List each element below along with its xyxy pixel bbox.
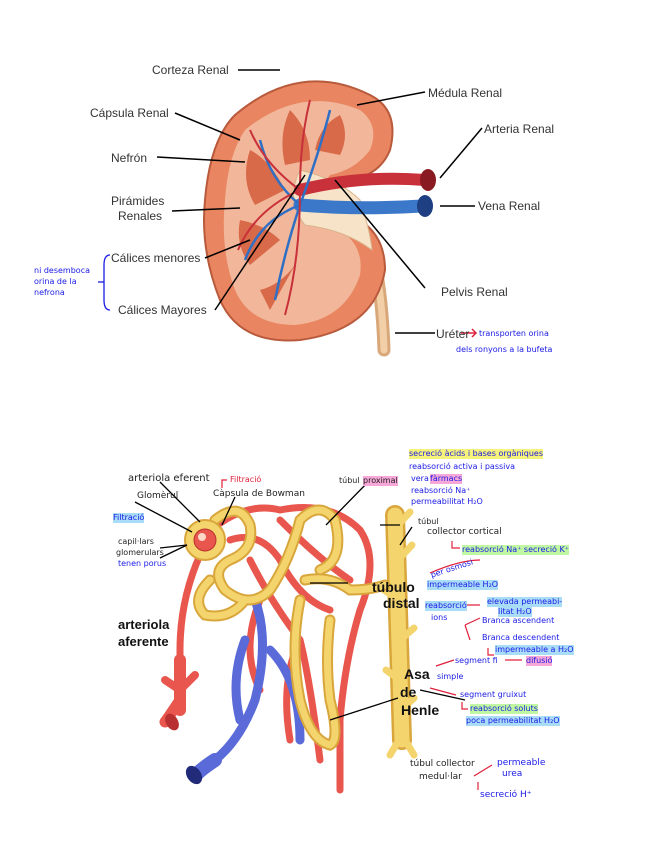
note-segment-fi: segment fi — [455, 656, 498, 665]
note-reabsorcio-ions-1: reabsorció — [425, 601, 467, 611]
label-filtracio-top: Filtració — [230, 475, 262, 484]
label-piramides-1: Pirámides — [111, 194, 165, 208]
note-permeable-2: urea — [502, 769, 523, 779]
note-prox-4: reabsorció Na⁺ — [411, 486, 471, 495]
label-tubul-proximal-2: proximal — [363, 476, 398, 486]
label-medula-renal: Médula Renal — [428, 86, 503, 100]
label-nefron: Nefrón — [111, 151, 148, 165]
ureter-red-arrow — [461, 328, 478, 338]
label-capillars-2: glomerulars — [116, 548, 164, 557]
label-tubulo-1: túbulo — [372, 579, 415, 595]
label-asa-1: Asa — [404, 666, 430, 682]
label-arteriola-aferente-1: arteriola — [118, 617, 170, 632]
note-impermeable: impermeable H₂O — [427, 580, 499, 590]
label-calices-menores: Cálices menores — [111, 251, 201, 265]
kidney-brace — [98, 254, 111, 311]
note-elevada-1: elevada permeabi- — [487, 597, 563, 607]
label-tubul-collector-medullar-2: medul·lar — [419, 772, 462, 782]
note-ureter-1: transporten orina — [479, 329, 549, 338]
label-pelvis-renal: Pelvis Renal — [441, 285, 508, 299]
note-secrecio-h: secreció H⁺ — [480, 790, 532, 800]
note-prox-3b: fàrmacs — [430, 474, 463, 484]
note-branca-descendent: Branca descendent — [482, 633, 560, 642]
label-arteriola-aferente-2: aferente — [118, 634, 169, 649]
note-elevada-2: litat H₂O — [498, 607, 532, 617]
note-gruixut-2: poca permeabilitat H₂O — [466, 716, 560, 726]
label-capsula-renal: Cápsula Renal — [90, 106, 169, 120]
note-nefrona: nefrona — [34, 288, 65, 297]
label-asa-2: de — [400, 684, 417, 700]
label-capillars-3: tenen porus — [118, 559, 167, 568]
note-branca-ascendent: Branca ascendent — [482, 616, 555, 625]
note-orina-de-la: orina de la — [34, 277, 77, 286]
label-tubul-collector-1: túbul — [418, 517, 439, 526]
label-glomerul: Glomèrul — [137, 491, 179, 501]
label-tubul-collector-medullar-1: túbul collector — [410, 759, 475, 769]
nephron-red-arrows — [221, 479, 522, 790]
label-filtracio-left: Filtració — [113, 513, 145, 523]
label-asa-3: Henle — [401, 702, 440, 718]
label-tubulo-2: distal — [383, 595, 420, 611]
label-capillars-1: capil·lars — [118, 537, 154, 546]
label-calices-mayores: Cálices Mayores — [118, 303, 207, 317]
label-tubul-proximal-1: túbul — [339, 476, 360, 485]
note-simple: simple — [437, 672, 464, 681]
note-impermeable-2: impermeable a H₂O — [495, 645, 574, 655]
kidney-illustration — [203, 80, 436, 357]
note-ni-desemboca: ni desemboca — [34, 266, 90, 275]
note-permeable-1: permeable — [497, 758, 546, 768]
label-ureter: Uréter — [436, 327, 470, 341]
label-arteria-renal: Arteria Renal — [484, 122, 555, 136]
note-ureter-2: dels ronyons a la bufeta — [456, 345, 553, 354]
note-segment-gruixut: segment gruixut — [460, 690, 527, 699]
note-collector-cortical: reabsorció Na⁺ secreció K⁺ — [462, 545, 569, 555]
label-piramides-2: Renales — [118, 209, 163, 223]
label-arteriola-eferent: arteriola eferent — [128, 473, 210, 484]
note-prox-5: permeabilitat H₂O — [411, 497, 483, 506]
label-tubul-collector-2: collector cortical — [427, 527, 502, 537]
kidney-pointer-lines — [156, 69, 483, 334]
note-prox-1: secreció àcids i bases orgàniques — [409, 449, 543, 459]
nephron-pointer-lines — [134, 479, 466, 721]
note-gruixut-1: reabsorció soluts — [470, 704, 538, 714]
label-corteza-renal: Corteza Renal — [152, 63, 229, 77]
note-prox-3: vera — [411, 474, 429, 483]
label-vena-renal: Vena Renal — [478, 199, 541, 213]
note-prox-2: reabsorció activa i passiva — [409, 462, 516, 471]
note-difusio: difusió — [526, 656, 553, 666]
label-capsula-bowman: Càpsula de Bowman — [213, 489, 305, 499]
nephron-illustration — [159, 504, 418, 794]
note-reabsorcio-ions-2: ions — [431, 613, 448, 622]
